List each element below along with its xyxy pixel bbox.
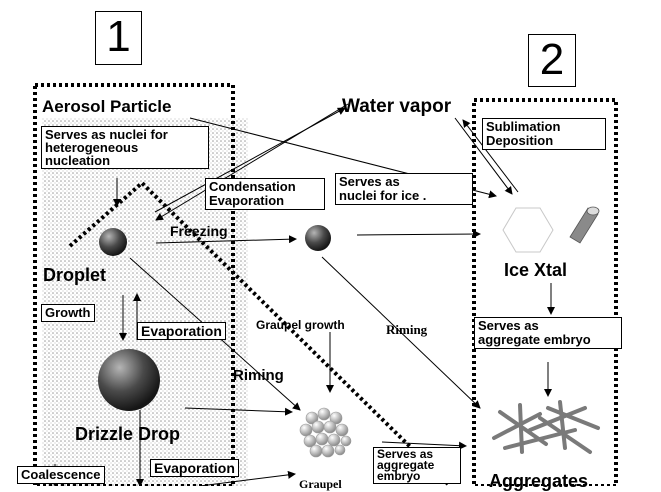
sublimation-deposition-box: Sublimation Deposition [482,118,606,150]
column-crystal [569,206,600,244]
graupel-label: Graupel [299,477,342,491]
droplet-label: Droplet [43,265,106,285]
serves-nuclei-ice-box: Serves as nuclei for ice . [335,173,473,205]
panel-number-1: 1 [95,11,142,65]
condensation-evaporation-box: Condensation Evaporation [205,178,325,210]
hexagonal-plate-crystal [502,207,554,253]
drizzle-drop-sphere [98,349,160,411]
frozen-droplet-sphere [305,225,331,251]
freezing-label: Freezing [170,223,228,239]
panel-diagonal-border [68,180,452,486]
graupel-growth-label: Graupel growth [256,318,345,332]
aerosol-particle-label: Aerosol Particle [42,97,172,116]
riming-label-right: Riming [386,322,428,337]
ice-xtal-label: Ice Xtal [504,260,568,280]
serves-aggregate-embryo-box-upper: Serves as aggregate embryo [474,317,622,349]
graupel-cluster [299,407,352,458]
serves-nuclei-heterogeneous-box: Serves as nuclei for heterogeneous nucle… [41,126,209,169]
panel-1-border [33,83,235,486]
growth-box: Growth [41,304,95,322]
aggregate-crystals [492,400,600,454]
coalescence-box: Coalescence [17,466,105,484]
droplet-sphere [99,228,127,256]
drizzle-drop-label: Drizzle Drop [75,424,181,444]
serves-aggregate-embryo-box-lower: Serves as aggregate embryo [373,447,461,484]
panel-number-2: 2 [528,34,576,87]
aggregates-label: Aggregates [489,471,589,491]
water-vapor-label: Water vapor [342,96,452,117]
evaporation-box-upper: Evaporation [137,322,226,340]
evaporation-box-lower: Evaporation [150,459,239,477]
riming-label-left: Riming [233,367,284,384]
